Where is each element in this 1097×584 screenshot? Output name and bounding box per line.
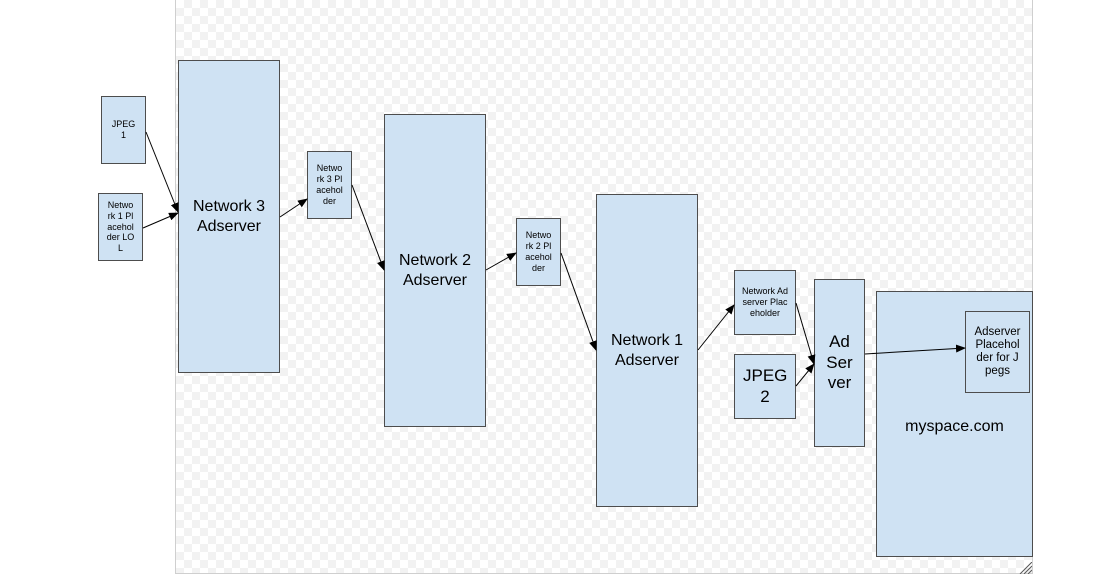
node-myspace-label: myspace.com bbox=[905, 418, 1004, 435]
node-jpeg-1[interactable]: JPEG 1 bbox=[101, 96, 146, 164]
node-network-2-placeholder[interactable]: Network 2 Placeholder bbox=[516, 218, 561, 286]
node-network-1-placeholder-lol-label: Network 1 Placeholder LOL bbox=[106, 200, 135, 254]
node-network-2-adserver[interactable]: Network 2 Adserver bbox=[384, 114, 486, 427]
node-network-adserver-placeholder[interactable]: Network Adserver Placeholder bbox=[734, 270, 796, 335]
node-network-3-adserver[interactable]: Network 3 Adserver bbox=[178, 60, 280, 373]
node-network-3-placeholder-label: Network 3 Placeholder bbox=[316, 163, 343, 206]
resize-grip-icon[interactable] bbox=[1016, 562, 1032, 574]
node-network-3-adserver-label: Network 3 Adserver bbox=[192, 198, 266, 235]
node-network-2-placeholder-label: Network 2 Placeholder bbox=[525, 230, 552, 273]
node-network-1-adserver-label: Network 1 Adserver bbox=[610, 332, 684, 369]
node-network-2-adserver-label: Network 2 Adserver bbox=[398, 252, 472, 289]
node-adserver-placeholder-jpegs-label: Adserver Placeholder for Jpegs bbox=[974, 325, 1021, 378]
node-network-1-placeholder-lol[interactable]: Network 1 Placeholder LOL bbox=[98, 193, 143, 261]
node-jpeg-1-label: JPEG 1 bbox=[111, 119, 136, 140]
node-ad-server-label: Ad Server bbox=[826, 332, 853, 393]
node-ad-server[interactable]: Ad Server bbox=[814, 279, 865, 447]
node-network-3-placeholder[interactable]: Network 3 Placeholder bbox=[307, 151, 352, 219]
arrow-n1placeholder-to-network3 bbox=[142, 212, 179, 229]
node-network-1-adserver[interactable]: Network 1 Adserver bbox=[596, 194, 698, 507]
arrow-jpeg1-to-network3 bbox=[145, 131, 179, 213]
node-jpeg-2[interactable]: JPEG 2 bbox=[734, 354, 796, 419]
node-jpeg-2-label: JPEG 2 bbox=[743, 366, 788, 406]
node-network-adserver-placeholder-label: Network Adserver Placeholder bbox=[741, 286, 789, 318]
node-adserver-placeholder-jpegs[interactable]: Adserver Placeholder for Jpegs bbox=[965, 311, 1030, 393]
